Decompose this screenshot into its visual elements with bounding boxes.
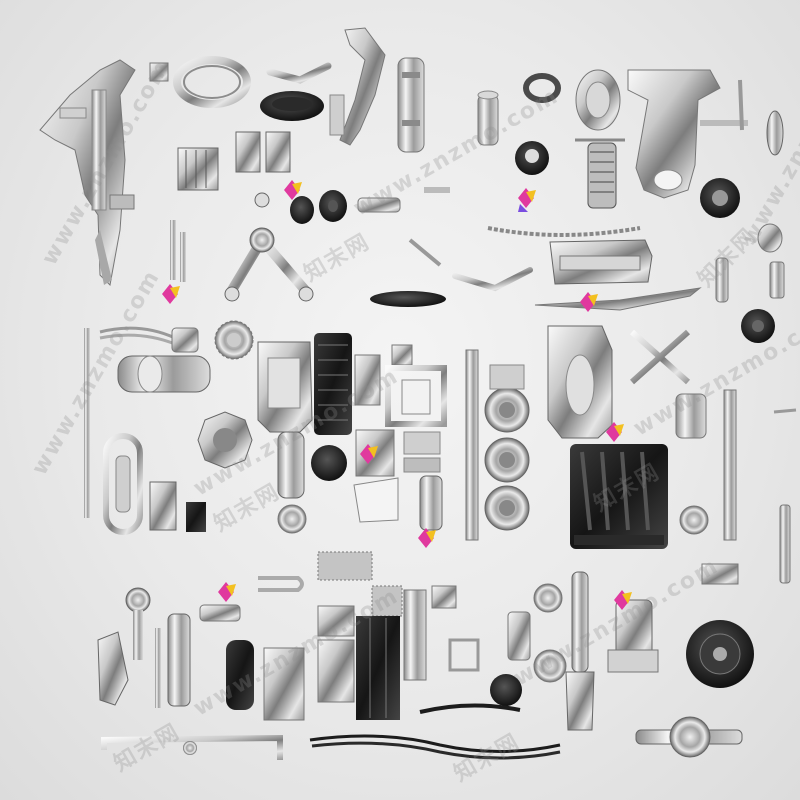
cap-gear — [515, 141, 549, 175]
coil-bracket — [448, 638, 480, 672]
thin-rod — [155, 628, 161, 708]
cube-part — [391, 344, 413, 366]
transmission-housing — [547, 325, 613, 439]
small-cap — [277, 504, 307, 534]
wiring-harness — [309, 703, 561, 760]
dual-track-rail — [356, 616, 400, 720]
turbo-cylinder — [117, 355, 211, 393]
twin-piston-housing — [277, 431, 305, 499]
fin-stack — [354, 354, 381, 406]
small-housing — [171, 327, 199, 353]
bracket-arm-lower — [97, 631, 129, 706]
bearing-cap — [757, 223, 783, 253]
intake-pipe — [565, 571, 595, 731]
thermostat-housing — [607, 599, 659, 673]
threaded-connector — [477, 90, 499, 146]
bolt-part — [357, 197, 401, 213]
shock-absorber — [167, 613, 191, 707]
long-rod-pair — [170, 220, 186, 282]
pin-part — [424, 187, 450, 193]
small-valve-right — [715, 257, 785, 303]
relay-box — [701, 563, 739, 585]
heat-sink-block-left — [177, 147, 219, 191]
rubber-cup — [311, 445, 347, 481]
drive-shaft-coupling — [635, 716, 743, 758]
strip-bar — [779, 504, 791, 584]
tall-bracket — [403, 589, 427, 681]
lever-part — [408, 238, 533, 292]
bent-pipe-part — [266, 62, 332, 84]
corrugated-filter — [587, 142, 617, 209]
brand-logo-mark — [162, 180, 632, 610]
pump-unit — [317, 605, 355, 703]
washer — [679, 505, 709, 535]
heat-sink-block-pair — [235, 131, 291, 173]
oval-handle — [103, 433, 143, 535]
gear-box-small — [431, 585, 457, 609]
pulley-wheel — [575, 69, 625, 142]
rubber-bushing-pair — [290, 190, 347, 224]
long-blade-part — [534, 287, 702, 311]
pipe-rail-bottom — [101, 734, 283, 760]
chain-belt — [487, 226, 641, 237]
gasket-ring — [523, 73, 561, 103]
pipe-fitting — [199, 604, 241, 622]
strut-housing — [257, 341, 313, 433]
gear-wheel-small — [214, 320, 254, 360]
rubber-seal-right — [741, 309, 775, 343]
camshaft-pulley-stack — [465, 349, 530, 541]
wheel-hub-dark — [700, 178, 740, 218]
mesh-panel-pair — [317, 551, 403, 617]
frame-bracket-assembly — [39, 59, 136, 287]
wire-loom-small — [99, 326, 176, 346]
gear-disc — [766, 110, 784, 156]
switch-plate — [149, 481, 177, 531]
long-shaft-left — [84, 328, 90, 518]
cover-plate — [263, 647, 305, 721]
clamp-ring — [173, 56, 251, 108]
valve-assembly — [125, 587, 151, 660]
rubber-boot — [226, 640, 254, 710]
dark-block — [186, 502, 206, 532]
injector — [419, 475, 443, 531]
engine-mount-bracket — [627, 69, 748, 199]
tri-arm-linkage — [224, 192, 314, 302]
air-intake-box — [549, 239, 653, 285]
octagon-cover — [197, 411, 253, 469]
spring-coil-part — [675, 393, 707, 439]
hook-clip — [258, 576, 304, 592]
small-block-part — [149, 62, 169, 82]
cross-brace — [630, 329, 690, 385]
engine-block-dark — [570, 444, 668, 549]
pulley-tensioner — [533, 583, 567, 683]
articulated-arm — [329, 27, 386, 146]
exhaust-cylinder — [397, 57, 425, 153]
brake-disc — [686, 620, 754, 688]
round-knob — [490, 674, 522, 706]
rubber-belt — [370, 291, 446, 307]
segmented-rail — [723, 389, 737, 541]
keypad-module — [507, 611, 531, 661]
radiator-grille — [314, 333, 352, 435]
window-frame — [385, 365, 447, 427]
